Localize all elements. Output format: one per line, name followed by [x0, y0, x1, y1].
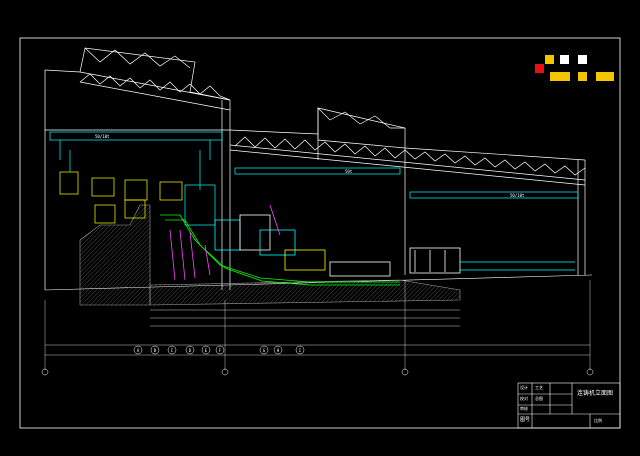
tb-cell-r1c0: 校对 — [520, 396, 528, 401]
axis-bubble — [150, 345, 160, 355]
axis-bubble — [295, 345, 305, 355]
axis-bubble-label: A — [137, 348, 140, 353]
crane-label-3: 50/10t — [510, 193, 525, 198]
drawing-frame — [19, 37, 621, 429]
crane-label-1: 50/10t — [95, 134, 110, 139]
tb-cell-r3c0: 图号 — [520, 417, 531, 423]
foundation — [79, 204, 461, 306]
grid-bubble — [586, 368, 594, 376]
axis-bubble — [215, 345, 225, 355]
tb-cell-r1c1: 总图 — [535, 396, 543, 401]
grid-bubble — [221, 368, 229, 376]
axis-bubble-label: I — [299, 348, 302, 353]
grid-bubble — [41, 368, 49, 376]
axis-bubble — [201, 345, 211, 355]
logo — [535, 55, 614, 81]
tb-cell-r0c0: 设计 — [520, 385, 528, 390]
right-bay-truss — [229, 107, 586, 275]
axis-bubble — [167, 345, 177, 355]
axis-bubble — [259, 345, 269, 355]
tb-cell-r0c1: 工艺 — [535, 385, 543, 390]
axis-bubble-label: F — [219, 348, 222, 353]
axis-bubble-label: H — [277, 348, 280, 353]
ladle-turret — [59, 150, 216, 226]
title-block — [517, 382, 621, 429]
axis-bubble-label: G — [263, 348, 266, 353]
axis-bubble-label: C — [171, 348, 174, 353]
crane-label-2: 50t — [345, 169, 353, 174]
dimension-lines — [44, 280, 591, 370]
left-bay-truss — [44, 47, 231, 290]
axis-bubble-label: E — [205, 348, 208, 353]
drawing-title: 连铸机立面图 — [577, 390, 614, 397]
axis-bubble-label: B — [154, 348, 157, 353]
caster-strand — [160, 204, 575, 286]
tb-cell-r3c2: 比例 — [594, 418, 602, 423]
axis-bubble — [185, 345, 195, 355]
grid-bubble — [401, 368, 409, 376]
axis-bubble — [273, 345, 283, 355]
axis-bubble — [133, 345, 143, 355]
axis-bubble-label: D — [189, 348, 192, 353]
axis-bubbles: A B C D E F G H I — [41, 345, 594, 376]
crane-girders — [49, 131, 579, 199]
tb-cell-r2c0: 审核 — [520, 406, 528, 411]
